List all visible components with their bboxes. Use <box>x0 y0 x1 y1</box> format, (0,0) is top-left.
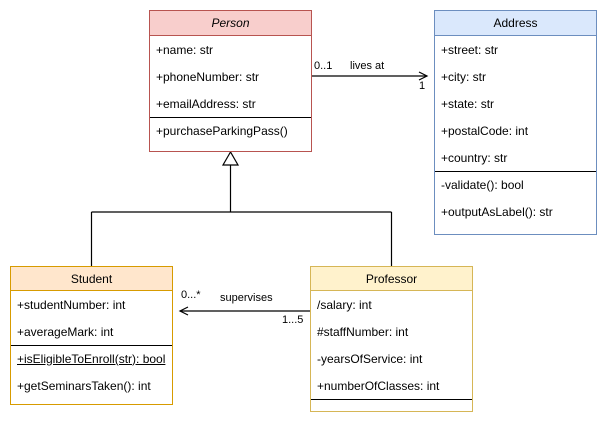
attribute-row: +studentNumber: int <box>17 297 126 312</box>
static-method-label: +isEligibleToEnroll(str): bool <box>17 351 166 366</box>
generalization-triangle <box>221 150 240 166</box>
attributes-compartment-address: +street: str +city: str +state: str +pos… <box>435 36 596 171</box>
multiplicity-supervises-target: 0...* <box>181 289 201 301</box>
attribute-row: +street: str <box>441 42 499 57</box>
class-name-address: Address <box>493 16 538 30</box>
compartment-divider <box>150 117 311 118</box>
method-row: +outputAsLabel(): str <box>441 204 553 219</box>
attribute-row: +phoneNumber: str <box>156 69 260 84</box>
multiplicity-supervises-source: 1...5 <box>282 314 304 326</box>
attribute-row: #staffNumber: int <box>317 324 409 339</box>
attribute-row: +postalCode: int <box>441 123 529 138</box>
uml-class-student[interactable]: Student +studentNumber: int +averageMark… <box>10 266 173 405</box>
class-header-student: Student <box>11 267 172 291</box>
multiplicity-lives-at-source: 0..1 <box>314 60 333 72</box>
attribute-row: /salary: int <box>317 297 372 312</box>
methods-compartment-person: +purchaseParkingPass() <box>150 117 311 144</box>
attributes-compartment-professor: /salary: int #staffNumber: int -yearsOfS… <box>311 291 472 399</box>
class-name-student: Student <box>70 271 113 286</box>
multiplicity-lives-at-target: 1 <box>419 80 426 92</box>
compartment-divider <box>11 345 172 346</box>
attribute-row: +state: str <box>441 96 495 111</box>
compartment-divider <box>311 399 472 400</box>
methods-compartment-student: +isEligibleToEnroll(str): bool +getSemin… <box>11 345 172 399</box>
attribute-row: +country: str <box>441 150 508 165</box>
attribute-row: +name: str <box>156 42 214 57</box>
attribute-row: +numberOfClasses: int <box>317 378 440 393</box>
uml-class-address[interactable]: Address +street: str +city: str +state: … <box>434 10 597 235</box>
uml-class-professor[interactable]: Professor /salary: int #staffNumber: int… <box>310 266 473 412</box>
method-row: +getSeminarsTaken(): int <box>17 378 151 393</box>
attribute-row: +emailAddress: str <box>156 96 256 111</box>
uml-class-person[interactable]: Person +name: str +phoneNumber: str +ema… <box>149 10 312 152</box>
class-header-person: Person <box>150 11 311 36</box>
attribute-row: +averageMark: int <box>17 324 114 339</box>
method-row: +isEligibleToEnroll(str): bool <box>11 345 172 372</box>
class-header-address: Address <box>435 11 596 36</box>
attribute-row: +city: str <box>441 69 487 84</box>
class-name-professor: Professor <box>365 271 418 286</box>
class-header-professor: Professor <box>311 267 472 291</box>
attribute-row: -yearsOfService: int <box>317 351 423 366</box>
compartment-divider <box>435 171 596 172</box>
method-row: -validate(): bool <box>441 177 524 192</box>
attributes-compartment-person: +name: str +phoneNumber: str +emailAddre… <box>150 36 311 117</box>
methods-compartment-address: -validate(): bool +outputAsLabel(): str <box>435 171 596 225</box>
attributes-compartment-student: +studentNumber: int +averageMark: int <box>11 291 172 345</box>
class-name-person: Person <box>211 16 250 30</box>
association-label-lives-at: lives at <box>350 60 385 72</box>
association-label-supervises: supervises <box>220 292 273 304</box>
method-row: +purchaseParkingPass() <box>156 123 288 138</box>
